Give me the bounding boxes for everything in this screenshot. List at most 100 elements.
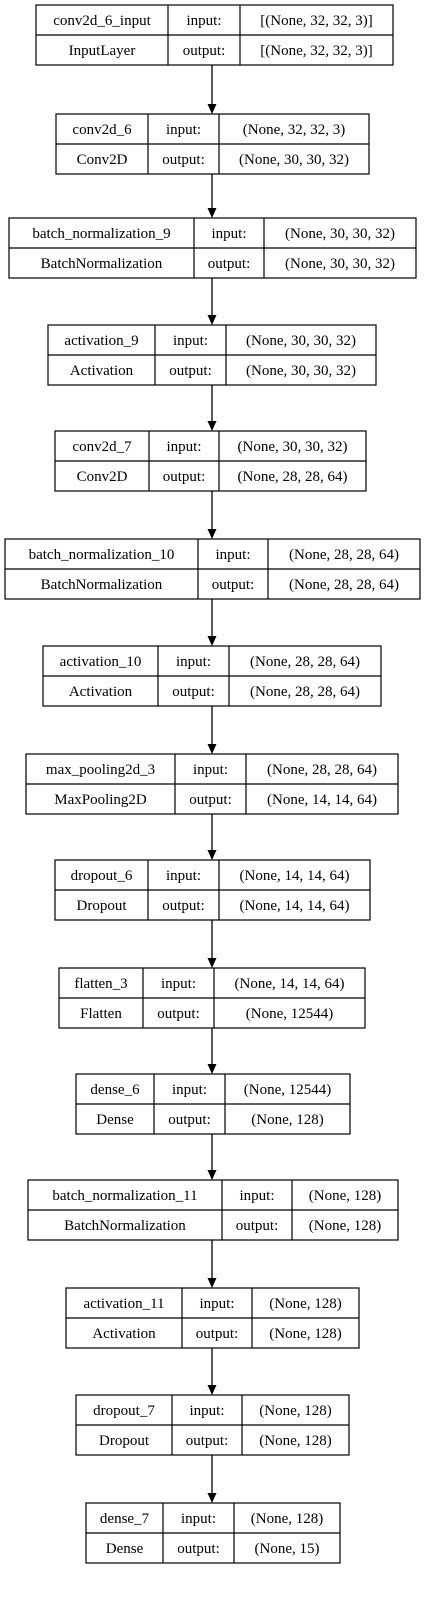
layer-input-label: input: (161, 976, 196, 992)
arrowhead-icon (207, 421, 217, 431)
arrowhead-icon (207, 636, 217, 646)
layer-output-label: output: (163, 469, 206, 485)
layer-output-shape: (None, 128) (251, 1112, 323, 1128)
layer-type-label: Dense (106, 1541, 144, 1557)
layer-type-label: Activation (70, 363, 134, 379)
layer-input-label: input: (199, 1296, 234, 1312)
edge-arrow (207, 1240, 217, 1288)
layer-input-shape: (None, 128) (251, 1511, 323, 1527)
layer-name-label: max_pooling2d_3 (46, 762, 155, 778)
arrowhead-icon (207, 958, 217, 968)
layer-name-label: activation_10 (60, 654, 142, 670)
edge-arrow (207, 174, 217, 218)
layer-input-shape: (None, 128) (269, 1296, 341, 1312)
layer-type-label: Conv2D (77, 469, 128, 485)
layer-input-shape: (None, 30, 30, 32) (285, 226, 395, 242)
layer-input-label: input: (176, 654, 211, 670)
layer-input-shape: (None, 14, 14, 64) (235, 976, 345, 992)
layer-output-label: output: (208, 256, 251, 272)
arrowhead-icon (207, 744, 217, 754)
layer-name-label: batch_normalization_10 (29, 547, 175, 563)
layer-input-shape: [(None, 32, 32, 3)] (260, 13, 372, 29)
edge-arrow (207, 1348, 217, 1395)
layer-output-label: output: (168, 1112, 211, 1128)
layer-output-shape: (None, 28, 28, 64) (250, 684, 360, 700)
layer-input-shape: (None, 12544) (244, 1082, 331, 1098)
layer-name-label: dense_7 (100, 1511, 150, 1527)
layer-output-shape: (None, 128) (259, 1433, 331, 1449)
layer-output-label: output: (183, 43, 226, 59)
edge-arrow (207, 385, 217, 431)
layer-input-shape: (None, 30, 30, 32) (246, 333, 356, 349)
layer-output-shape: (None, 28, 28, 64) (289, 577, 399, 593)
layer-type-label: Activation (92, 1326, 156, 1342)
layer-output-label: output: (196, 1326, 239, 1342)
layer-input-shape: (None, 128) (259, 1403, 331, 1419)
layer-input-label: input: (173, 333, 208, 349)
layer-node-conv2d_6_input: conv2d_6_inputInputLayerinput:output:[(N… (35, 4, 394, 66)
layer-input-label: input: (239, 1188, 274, 1204)
layer-name-label: dropout_7 (93, 1403, 155, 1419)
layer-type-label: BatchNormalization (41, 256, 163, 272)
layer-node-activation_9: activation_9Activationinput:output:(None… (47, 324, 377, 386)
layer-type-label: Conv2D (77, 152, 128, 168)
arrowhead-icon (207, 315, 217, 325)
layer-output-shape: (None, 128) (269, 1326, 341, 1342)
edge-arrow (207, 1134, 217, 1180)
layer-output-shape: (None, 30, 30, 32) (239, 152, 349, 168)
edge-arrow (207, 814, 217, 860)
arrowhead-icon (207, 850, 217, 860)
layer-output-label: output: (169, 363, 212, 379)
arrowhead-icon (207, 208, 217, 218)
edge-arrow (207, 278, 217, 325)
layer-output-shape: (None, 30, 30, 32) (285, 256, 395, 272)
arrowhead-icon (207, 529, 217, 539)
layer-name-label: conv2d_6_input (53, 13, 151, 29)
layer-type-label: Dropout (99, 1433, 150, 1449)
layer-type-label: Dropout (77, 898, 128, 914)
layer-output-shape: (None, 30, 30, 32) (246, 363, 356, 379)
layer-output-shape: (None, 28, 28, 64) (238, 469, 348, 485)
layer-output-label: output: (157, 1006, 200, 1022)
layer-type-label: Flatten (80, 1006, 122, 1022)
arrowhead-icon (207, 1493, 217, 1503)
layer-output-label: output: (172, 684, 215, 700)
edge-arrow (207, 706, 217, 754)
layer-type-label: MaxPooling2D (54, 792, 147, 808)
arrowhead-icon (207, 1064, 217, 1074)
layer-input-label: input: (181, 1511, 216, 1527)
layer-node-activation_10: activation_10Activationinput:output:(Non… (42, 645, 382, 707)
layer-node-max_pooling2d_3: max_pooling2d_3MaxPooling2Dinput:output:… (25, 753, 399, 815)
layer-input-shape: (None, 28, 28, 64) (267, 762, 377, 778)
layer-name-label: batch_normalization_11 (52, 1188, 197, 1204)
layer-node-activation_11: activation_11Activationinput:output:(Non… (65, 1287, 360, 1349)
layer-output-shape: (None, 128) (309, 1218, 381, 1234)
layer-node-batch_normalization_11: batch_normalization_11BatchNormalization… (27, 1179, 399, 1241)
layer-name-label: flatten_3 (74, 976, 127, 992)
layer-type-label: Dense (96, 1112, 134, 1128)
layer-name-label: dropout_6 (71, 868, 133, 884)
layer-input-label: input: (166, 439, 201, 455)
layer-output-shape: (None, 14, 14, 64) (240, 898, 350, 914)
arrowhead-icon (207, 1385, 217, 1395)
layer-input-label: input: (186, 13, 221, 29)
layer-input-label: input: (166, 868, 201, 884)
layer-input-label: input: (166, 122, 201, 138)
layer-output-label: output: (186, 1433, 229, 1449)
layer-name-label: conv2d_6 (72, 122, 132, 138)
edges-layer (207, 65, 217, 1503)
edge-arrow (207, 491, 217, 539)
layer-input-label: input: (211, 226, 246, 242)
layer-input-label: input: (193, 762, 228, 778)
edge-arrow (207, 599, 217, 646)
arrowhead-icon (207, 1170, 217, 1180)
edge-arrow (207, 1028, 217, 1074)
layer-input-shape: (None, 14, 14, 64) (240, 868, 350, 884)
